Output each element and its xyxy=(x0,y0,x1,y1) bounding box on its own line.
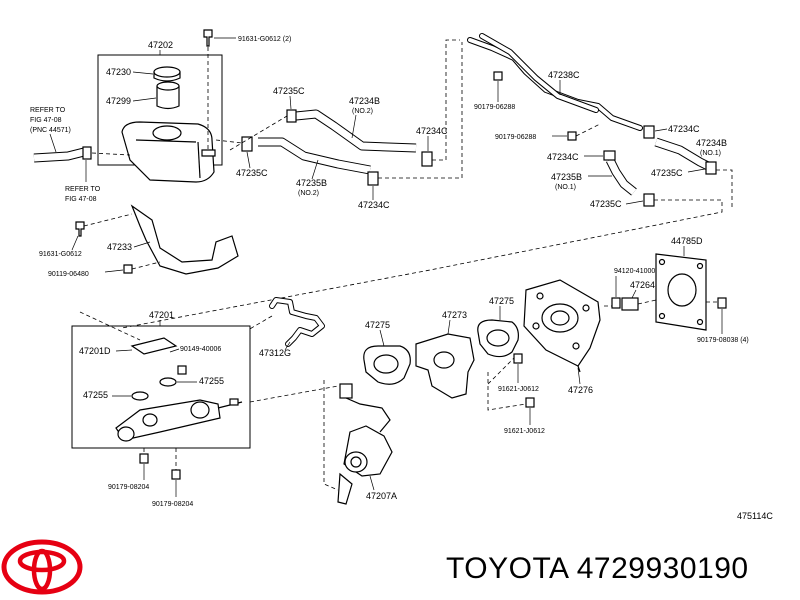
label-47235c-d: 47235C xyxy=(651,168,683,178)
screw-91631-left xyxy=(75,221,85,237)
ref1-line3: (PNC 44571) xyxy=(30,127,71,134)
label-47312g: 47312G xyxy=(259,348,291,358)
grommet-47255-a xyxy=(159,377,177,387)
connector-47201d xyxy=(130,337,178,355)
clamp-47234c-b xyxy=(367,171,379,186)
label-47235b-a: 47235B xyxy=(296,178,327,188)
toyota-logo xyxy=(1,539,83,595)
label-91631-g0612-2: 91631-G0612 (2) xyxy=(238,36,291,43)
valve-47264 xyxy=(621,297,639,311)
clamp-47235c-d xyxy=(705,161,717,175)
label-47201: 47201 xyxy=(149,310,174,320)
pipe-47238c-group: 47238C 90179-06288 90179-06288 xyxy=(467,33,643,141)
label-47230: 47230 xyxy=(106,67,131,77)
master-cylinder-box xyxy=(71,325,251,449)
label-47235c-c: 47235C xyxy=(590,199,622,209)
label-no1-a: (NO.1) xyxy=(555,184,576,191)
bracket-47233 xyxy=(130,204,239,275)
clip-90179-b xyxy=(567,131,577,141)
clamp-47235c-c xyxy=(643,193,655,207)
label-47264: 47264 xyxy=(630,280,655,290)
label-47234c-d: 47234C xyxy=(668,124,700,134)
left-hose-group: REFER TO FIG 47-08 (PNC 44571) REFER TO … xyxy=(30,107,131,203)
ref1-line1: REFER TO xyxy=(30,107,66,114)
nut-90179-08038 xyxy=(717,297,727,309)
master-cylinder-group: 47201 47201D 90149-40006 47255 47255 901… xyxy=(71,310,339,508)
bolt-90119 xyxy=(123,264,133,274)
label-90119-06480: 90119-06480 xyxy=(48,271,89,278)
label-47201d: 47201D xyxy=(79,346,111,356)
label-91631-g0612: 91631-G0612 xyxy=(39,251,82,258)
label-47235c-b: 47235C xyxy=(236,168,268,178)
part-title: TOYOTA 4729930190 xyxy=(446,552,749,585)
upper-hoses-group: 47235C 47234B (NO.2) 47235C 47235B (NO.2… xyxy=(215,39,463,210)
ref2-line2: FIG 47-08 xyxy=(65,196,97,203)
label-91621-j0612-a: 91621-J0612 xyxy=(498,386,539,393)
label-47233: 47233 xyxy=(107,242,132,252)
label-90179-06288-b: 90179-06288 xyxy=(495,134,536,141)
reservoir-cap xyxy=(153,66,181,78)
pin-90149 xyxy=(177,365,187,375)
label-47235c-a: 47235C xyxy=(273,86,305,96)
label-91621-j0612-b: 91621-J0612 xyxy=(504,428,545,435)
bolt-91621-b xyxy=(525,397,535,408)
clamp-47234c-d xyxy=(643,125,655,139)
switch-47207a-group: 47207A xyxy=(323,380,397,505)
label-90149-40006: 90149-40006 xyxy=(180,346,221,353)
label-47238c: 47238C xyxy=(548,70,580,80)
label-90179-08204-a: 90179-08204 xyxy=(108,484,149,491)
reservoir-tank xyxy=(121,121,215,183)
label-47275-a: 47275 xyxy=(365,320,390,330)
illustration-code: 475114C xyxy=(737,511,773,521)
label-94120-41000: 94120-41000 xyxy=(614,268,655,275)
grommet-47255-b xyxy=(131,391,149,401)
label-47234c-a: 47234C xyxy=(416,126,448,136)
label-47275-b: 47275 xyxy=(489,296,514,306)
label-47234c-b: 47234C xyxy=(358,200,390,210)
bolt-90179-08204-b xyxy=(171,469,181,480)
ref1-line2: FIG 47-08 xyxy=(30,117,62,124)
pin-94120 xyxy=(611,297,621,309)
label-47255-a: 47255 xyxy=(199,376,224,386)
label-no2-b: (NO.2) xyxy=(298,190,319,197)
label-90179-06288-a: 90179-06288 xyxy=(474,104,515,111)
label-no2-a: (NO.2) xyxy=(352,108,373,115)
clamp-47235c-b xyxy=(241,136,253,152)
bracket-47233-group: 47233 91631-G0612 90119-06480 xyxy=(39,204,239,278)
label-47273: 47273 xyxy=(442,310,467,320)
label-90179-08204-b: 90179-08204 xyxy=(152,501,193,508)
label-47234b-a: 47234B xyxy=(349,96,380,106)
ref2-line1: REFER TO xyxy=(65,186,101,193)
plate-47276-group: 47276 xyxy=(523,279,620,395)
clamp-47234c-c xyxy=(603,150,616,161)
sensor-line-group: 47312G xyxy=(247,297,325,358)
label-47255-b: 47255 xyxy=(83,390,108,400)
gasket-44785d-group: 44785D 94120-41000 47264 90179-08038 (4) xyxy=(611,236,749,344)
clamp-47234c-a xyxy=(421,151,433,167)
label-no1-b: (NO.1) xyxy=(700,150,721,157)
switch-connector xyxy=(339,383,353,399)
reservoir-strainer xyxy=(156,86,180,110)
label-47202: 47202 xyxy=(148,40,173,50)
label-47234c-c: 47234C xyxy=(547,152,579,162)
bolt-91621-a xyxy=(513,353,523,364)
clip-90179-a xyxy=(493,71,503,81)
bolt-90179-08204-a xyxy=(139,453,149,464)
label-47235b-b: 47235B xyxy=(551,172,582,182)
screw-91631-top xyxy=(203,29,213,47)
label-47276: 47276 xyxy=(568,385,593,395)
label-90179-08038-4: 90179-08038 (4) xyxy=(697,337,749,344)
label-47299: 47299 xyxy=(106,96,131,106)
label-44785d: 44785D xyxy=(671,236,703,246)
reservoir-group: 47202 47230 47299 91631-G0612 (2) xyxy=(97,29,291,183)
right-hoses-group: 47234C 47235B (NO.1) 47235C 47234C 47234… xyxy=(121,124,733,329)
center-brackets-group: 47275 47273 47275 91621-J0612 91621-J061… xyxy=(363,296,545,435)
label-47207a: 47207A xyxy=(366,491,397,501)
clamp-47235c-a xyxy=(286,109,297,123)
label-47234b-b: 47234B xyxy=(696,138,727,148)
